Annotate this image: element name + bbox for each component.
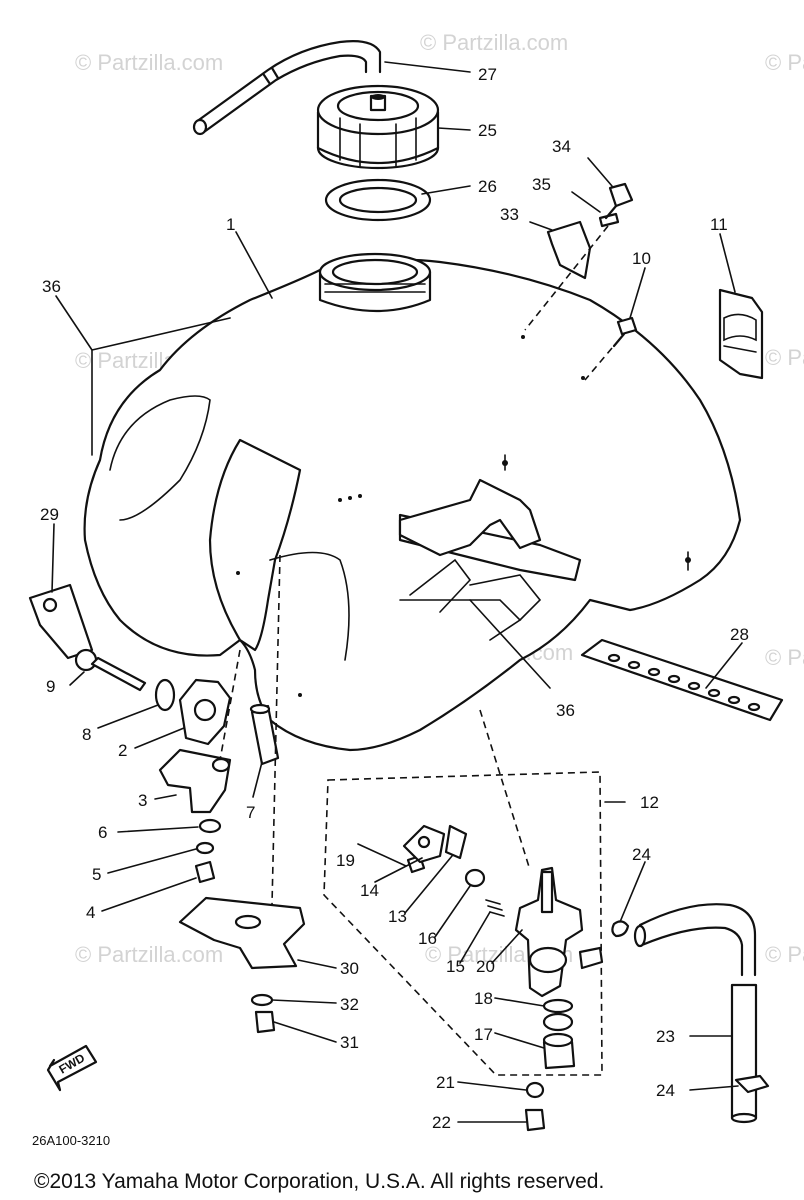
- fuel-cock-assembly: [323, 709, 604, 1076]
- callout-numbers: 27 25 26 1 36 34 35 33 10 11 29 9 8 2 3 …: [40, 65, 749, 1132]
- callout-22: 22: [432, 1113, 451, 1132]
- washer-32: [250, 993, 274, 1007]
- callout-17: 17: [474, 1025, 493, 1044]
- cap-gasket: [324, 178, 432, 222]
- callout-9: 9: [46, 677, 55, 696]
- callout-12: 12: [640, 793, 659, 812]
- fuel-tank: [83, 252, 742, 752]
- fuel-cap: [316, 84, 440, 170]
- callout-26: 26: [478, 177, 497, 196]
- callout-10: 10: [632, 249, 651, 268]
- callout-2: 2: [118, 741, 127, 760]
- watermark: © Partzilla.com: [765, 942, 804, 967]
- callout-5: 5: [92, 865, 101, 884]
- collar-7: [249, 703, 280, 766]
- callout-30: 30: [340, 959, 359, 978]
- callout-15: 15: [446, 957, 465, 976]
- callout-13: 13: [388, 907, 407, 926]
- bracket-3: [158, 649, 241, 814]
- breather-hose: [192, 40, 382, 136]
- bolt-9: [74, 648, 147, 692]
- callout-6: 6: [98, 823, 107, 842]
- callout-36: 36: [556, 701, 575, 720]
- callout-28: 28: [730, 625, 749, 644]
- watermark: © Partzilla.com: [75, 942, 223, 967]
- watermark: © Partzilla.com: [75, 50, 223, 75]
- copyright-notice: ©2013 Yamaha Motor Corporation, U.S.A. A…: [34, 1170, 604, 1193]
- callout-20: 20: [476, 957, 495, 976]
- callout-19: 19: [336, 851, 355, 870]
- callout-3: 3: [138, 791, 147, 810]
- callout-14: 14: [360, 881, 379, 900]
- callout-24: 24: [656, 1081, 675, 1100]
- callout-29: 29: [40, 505, 59, 524]
- cover-bracket: [524, 182, 634, 331]
- callout-7: 7: [246, 803, 255, 822]
- callout-24: 24: [632, 845, 651, 864]
- washer-21: [525, 1081, 545, 1099]
- watermark: © Partzilla.com: [765, 50, 804, 75]
- callout-16: 16: [418, 929, 437, 948]
- bolt-22: [524, 1108, 546, 1132]
- bracket-29: [28, 583, 94, 660]
- callout-34: 34: [552, 137, 571, 156]
- callout-36: 36: [42, 277, 61, 296]
- fwd-arrow-icon: FWD: [46, 1044, 98, 1092]
- callout-4: 4: [86, 903, 95, 922]
- callout-32: 32: [340, 995, 359, 1014]
- watermark: © Partzilla.com: [420, 30, 568, 55]
- bolt-4: [194, 860, 216, 884]
- diagram-code: 26A100-3210: [32, 1133, 110, 1148]
- callout-8: 8: [82, 725, 91, 744]
- damper-11: [718, 288, 764, 380]
- tank-bolt-10: [584, 316, 638, 381]
- hose-clip-24b: [734, 1074, 770, 1094]
- callout-23: 23: [656, 1027, 675, 1046]
- washer-8: [154, 678, 176, 712]
- callout-33: 33: [500, 205, 519, 224]
- washer-5: [195, 841, 215, 855]
- watermark: © Partzilla.com: [765, 345, 804, 370]
- damper-2: [178, 678, 232, 746]
- hose-clip-24a: [611, 920, 630, 938]
- bracket-30: [178, 554, 306, 970]
- watermark: © Partzilla.com: [765, 645, 804, 670]
- callout-35: 35: [532, 175, 551, 194]
- callout-25: 25: [478, 121, 497, 140]
- callout-18: 18: [474, 989, 493, 1008]
- leader-lines: [51, 61, 743, 1123]
- bolt-31: [254, 1010, 276, 1034]
- tank-pad-outline: [91, 317, 551, 689]
- callout-11: 11: [710, 215, 728, 234]
- callout-1: 1: [226, 215, 235, 234]
- callout-21: 21: [436, 1073, 455, 1092]
- callout-31: 31: [340, 1033, 359, 1052]
- callout-27: 27: [478, 65, 497, 84]
- washer-6: [198, 818, 222, 834]
- rubber-strip: [580, 638, 784, 722]
